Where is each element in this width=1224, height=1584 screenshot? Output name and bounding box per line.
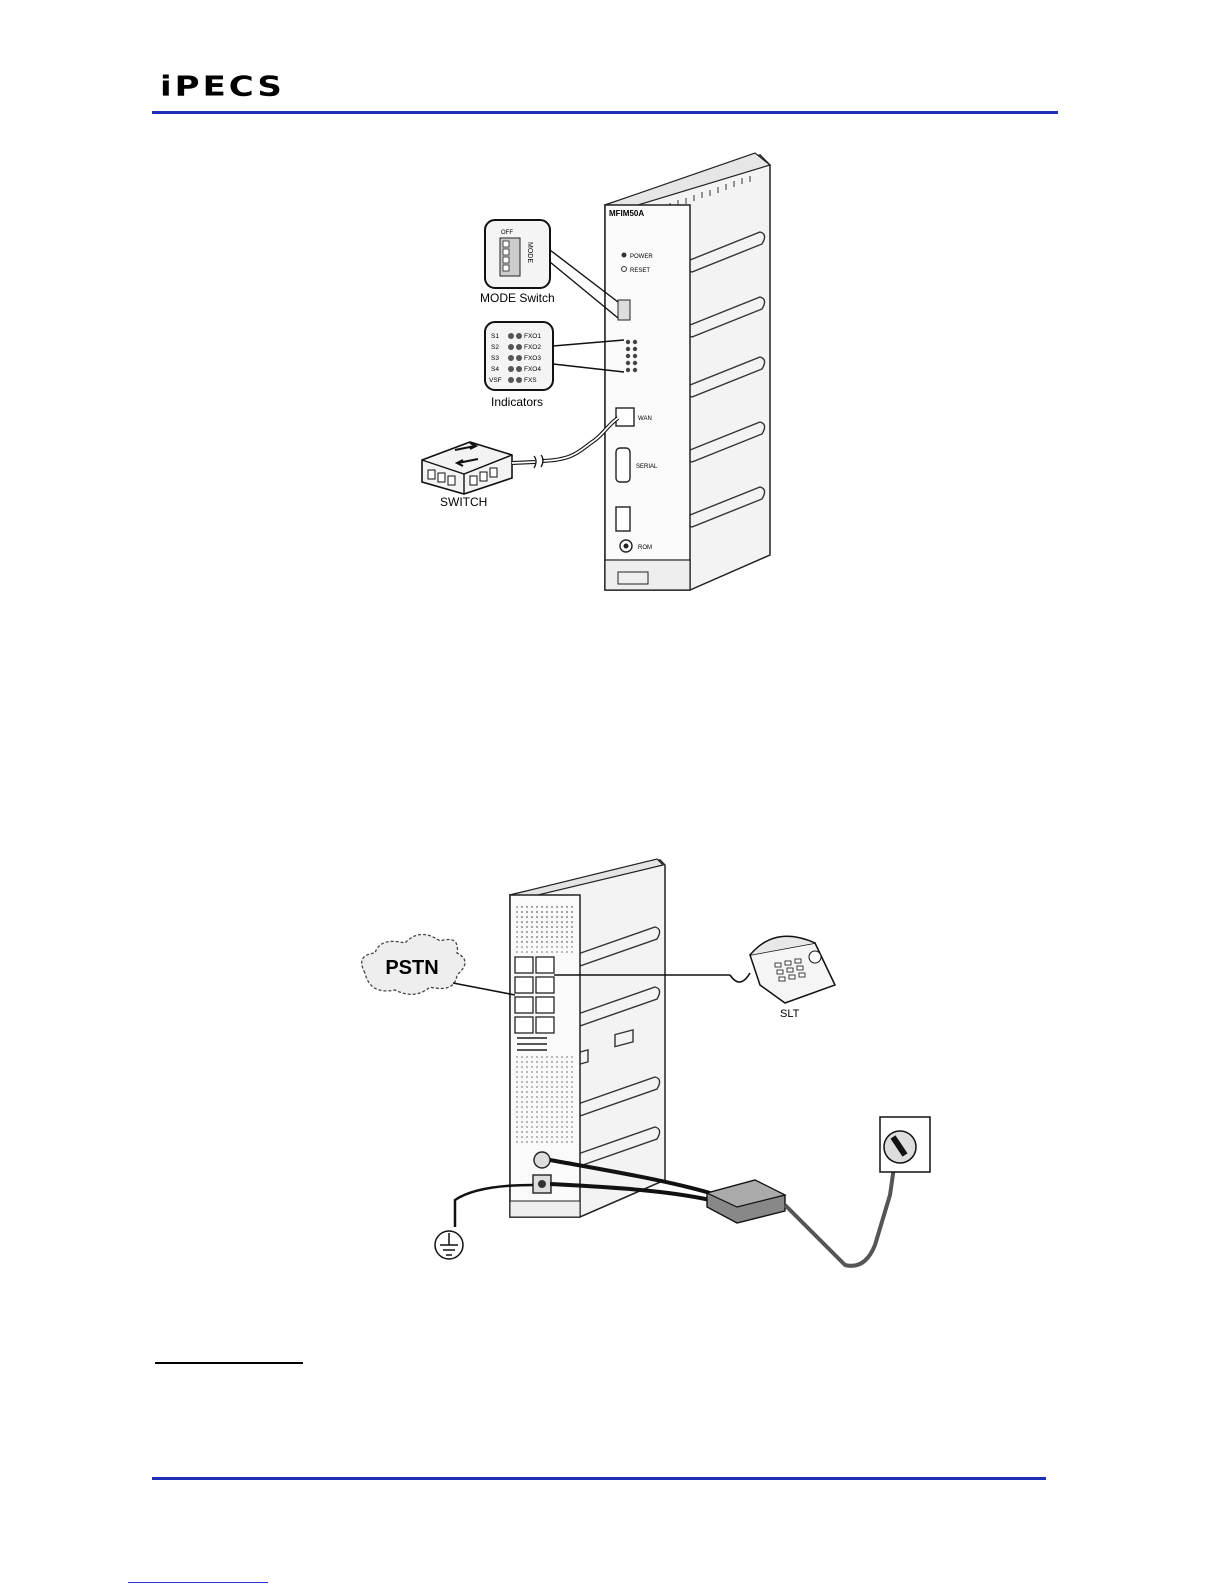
slt-label: SLT bbox=[780, 1008, 800, 1020]
reset-label: RESET bbox=[630, 268, 650, 274]
ind-row-4-right: FXO4 bbox=[524, 366, 541, 373]
mfim-front-figure: MFIM50A POWER RESET WAN SERIAL ROM OFF M… bbox=[400, 150, 800, 600]
serial-label: SERIAL bbox=[636, 464, 658, 470]
ind-row-1-right: FXO1 bbox=[524, 333, 541, 340]
switch-caption: SWITCH bbox=[440, 495, 487, 509]
footer-rule bbox=[152, 1477, 1046, 1480]
wan-label: WAN bbox=[638, 416, 652, 422]
header-rule bbox=[152, 111, 1058, 114]
pstn-label: PSTN bbox=[385, 957, 438, 979]
mode-switch-caption: MODE Switch bbox=[480, 291, 555, 305]
connection-figure: PSTN SLT bbox=[345, 855, 965, 1275]
ind-row-3-left: S3 bbox=[491, 355, 499, 362]
section-rule bbox=[155, 1362, 303, 1364]
rom-label: ROM bbox=[638, 545, 652, 551]
power-label: POWER bbox=[630, 254, 653, 260]
ind-row-4-left: S4 bbox=[491, 366, 499, 373]
ind-row-2-left: S2 bbox=[491, 344, 499, 351]
ind-row-5-right: FXS bbox=[524, 377, 537, 384]
ind-row-3-right: FXO3 bbox=[524, 355, 541, 362]
mode-rotated-label: MODE bbox=[526, 242, 533, 263]
footer-link-underline[interactable] bbox=[128, 1582, 268, 1583]
mode-off-label: OFF bbox=[501, 230, 513, 236]
ind-row-1-left: S1 bbox=[491, 333, 499, 340]
ind-row-2-right: FXO2 bbox=[524, 344, 541, 351]
ipecs-logo: iPECS bbox=[160, 70, 285, 103]
device-model-label: MFIM50A bbox=[609, 209, 644, 218]
ind-row-5-left: VSF bbox=[489, 377, 502, 384]
indicators-caption: Indicators bbox=[491, 395, 543, 409]
